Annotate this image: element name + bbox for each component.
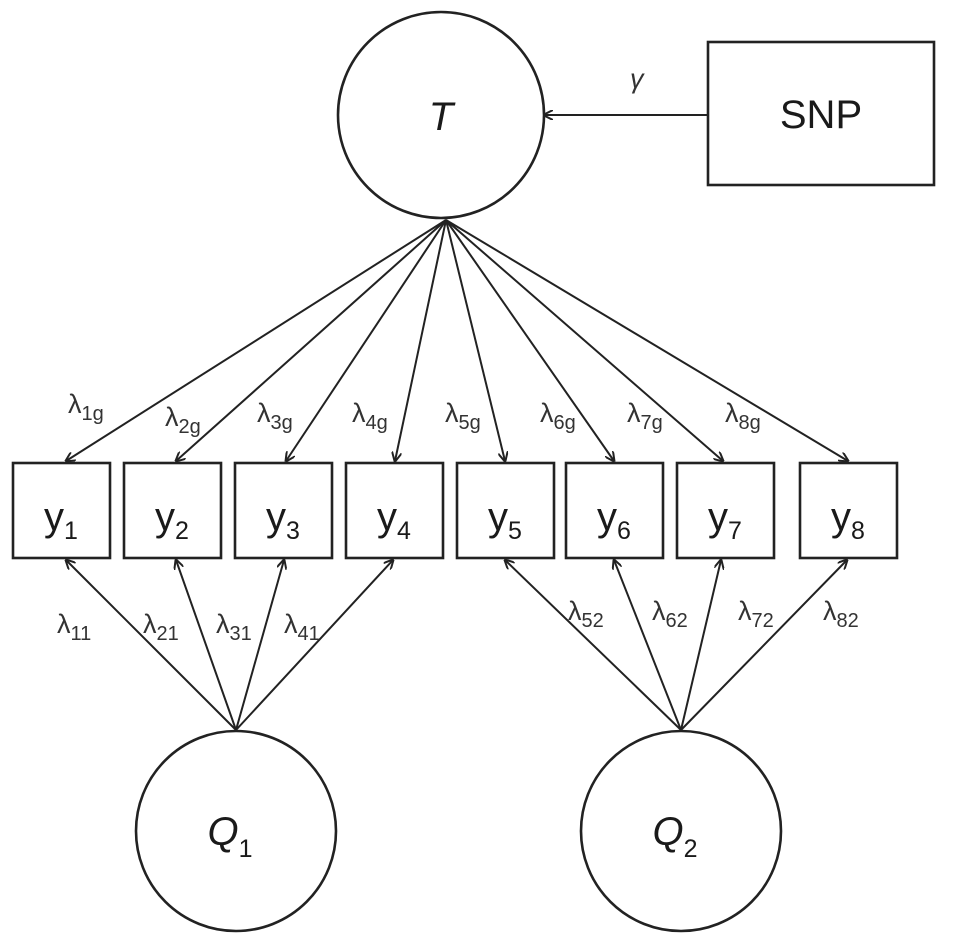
- edge-q2-to-y7: [680, 560, 721, 731]
- latent-node-q2-label: Q2: [652, 810, 697, 863]
- indicator-node-y6[interactable]: [564, 461, 665, 560]
- indicator-node-y1-label: y1: [44, 495, 78, 545]
- nodes-group: T SNP y1 y2 y3 y4 y5 y6 y7 y8 Q1 Q2: [11, 10, 936, 933]
- indicator-node-y7-label: y7: [708, 495, 742, 545]
- coefficient-labels-group: γ λ1g λ2g λ3g λ4g λ5g λ6g λ7g λ8g λ11 λ2…: [57, 64, 859, 645]
- loading-label-8g: λ8g: [725, 398, 761, 434]
- latent-node-q1-label: Q1: [207, 810, 252, 863]
- loading-label-62: λ62: [652, 596, 688, 632]
- indicator-node-y6-label: y6: [597, 495, 631, 545]
- indicator-node-y8-label: y8: [831, 495, 865, 545]
- edge-t-to-y5: [445, 219, 505, 461]
- loading-label-4g: λ4g: [352, 398, 388, 434]
- edge-t-to-y4: [395, 219, 447, 461]
- edge-q1-to-y2: [176, 560, 237, 731]
- edge-t-to-y8: [445, 219, 848, 461]
- observed-node-snp[interactable]: [706, 40, 936, 187]
- latent-node-t-label: T: [429, 95, 456, 139]
- loading-label-82: λ82: [823, 596, 859, 632]
- edge-q1-to-y3: [235, 560, 284, 731]
- loading-label-21: λ21: [143, 609, 179, 645]
- loading-label-3g: λ3g: [257, 398, 293, 434]
- indicator-node-y8[interactable]: [798, 461, 899, 560]
- indicator-node-y4[interactable]: [344, 461, 445, 560]
- edge-q2-to-y6: [614, 560, 682, 731]
- indicator-node-y3[interactable]: [233, 461, 334, 560]
- edge-t-to-y2: [176, 219, 447, 461]
- loading-label-7g: λ7g: [627, 398, 663, 434]
- edge-t-to-y1: [66, 219, 447, 461]
- indicator-node-y4-label: y4: [377, 495, 411, 545]
- edge-t-to-y7: [445, 219, 723, 461]
- indicator-node-y7[interactable]: [675, 461, 776, 560]
- loading-label-72: λ72: [738, 596, 774, 632]
- indicator-node-y1[interactable]: [11, 461, 112, 560]
- edge-t-to-y6: [445, 219, 614, 461]
- loading-label-52: λ52: [568, 596, 604, 632]
- indicator-node-y2[interactable]: [122, 461, 223, 560]
- edges-group: [66, 115, 848, 731]
- loading-label-2g: λ2g: [165, 402, 201, 438]
- latent-node-q1[interactable]: [134, 729, 338, 933]
- loading-label-1g: λ1g: [68, 389, 104, 425]
- latent-node-t[interactable]: [336, 10, 546, 220]
- edge-q2-to-y8: [680, 560, 847, 731]
- loading-label-31: λ31: [216, 609, 252, 645]
- loading-label-6g: λ6g: [540, 398, 576, 434]
- gamma-label: γ: [630, 64, 645, 94]
- observed-node-snp-label: SNP: [780, 93, 862, 137]
- loading-label-41: λ41: [284, 609, 320, 645]
- loading-label-5g: λ5g: [445, 398, 481, 434]
- loading-label-11: λ11: [57, 609, 91, 645]
- latent-node-q2[interactable]: [579, 729, 783, 933]
- edge-q1-to-y1: [66, 560, 237, 731]
- edge-q1-to-y4: [235, 560, 393, 731]
- indicator-node-y2-label: y2: [155, 495, 189, 545]
- edge-t-to-y3: [286, 219, 447, 461]
- indicator-node-y5-label: y5: [488, 495, 522, 545]
- indicator-node-y3-label: y3: [266, 495, 300, 545]
- edge-q2-to-y5: [505, 560, 682, 731]
- indicator-node-y5[interactable]: [455, 461, 556, 560]
